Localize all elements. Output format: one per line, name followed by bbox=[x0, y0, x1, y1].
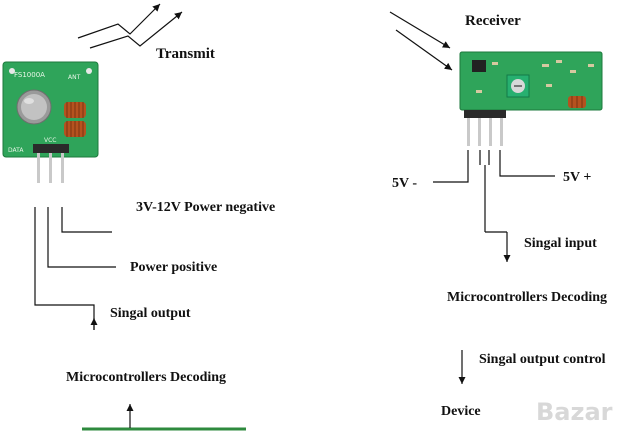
smd-components bbox=[476, 60, 594, 93]
signal-output-label: Singal output bbox=[110, 306, 191, 321]
pin-header bbox=[464, 110, 506, 118]
transmitter-board: FS1000A ANT VCC DATA bbox=[2, 61, 99, 183]
wire-5v-plus bbox=[499, 150, 555, 177]
wire-power-positive bbox=[47, 207, 116, 268]
board-marking-ant: ANT bbox=[68, 74, 81, 81]
transmitter-decoding-label: Microcontrollers Decoding bbox=[66, 370, 226, 385]
chip-icon bbox=[472, 60, 486, 72]
receiver-label: Receiver bbox=[465, 13, 521, 29]
potentiometer-icon bbox=[506, 74, 530, 98]
receive-signal-icon bbox=[389, 11, 453, 71]
mount-hole-icon bbox=[86, 68, 92, 74]
board-marking-model: FS1000A bbox=[14, 71, 45, 79]
transmitter-pins bbox=[37, 153, 64, 183]
wire-5v-minus bbox=[433, 150, 469, 183]
coil-icon bbox=[64, 102, 86, 137]
mount-hole-icon bbox=[9, 68, 15, 74]
output-control-label: Singal output control bbox=[479, 352, 606, 367]
signal-input-label: Singal input bbox=[524, 236, 597, 251]
receiver-pcb bbox=[459, 51, 603, 111]
wire-signal-output bbox=[34, 207, 95, 330]
coil-icon bbox=[568, 96, 586, 108]
pin-header bbox=[33, 144, 69, 153]
power-positive-label: Power positive bbox=[130, 260, 217, 275]
receiver-decoding-label: Microcontrollers Decoding bbox=[447, 290, 607, 305]
receiver-board bbox=[459, 51, 603, 146]
5v-minus-label: 5V - bbox=[392, 176, 417, 191]
board-marking-data: DATA bbox=[8, 147, 24, 154]
wire-power-negative bbox=[61, 207, 112, 233]
transmit-label: Transmit bbox=[156, 46, 215, 62]
crystal-icon bbox=[16, 89, 52, 125]
receiver-pins bbox=[467, 118, 503, 146]
5v-plus-label: 5V + bbox=[563, 170, 591, 185]
device-label: Device bbox=[441, 404, 481, 419]
power-negative-label: 3V-12V Power negative bbox=[136, 200, 275, 215]
board-marking-vcc: VCC bbox=[44, 137, 56, 144]
transmit-signal-icon bbox=[77, 3, 183, 49]
watermark-logo: Bazar bbox=[536, 398, 613, 426]
